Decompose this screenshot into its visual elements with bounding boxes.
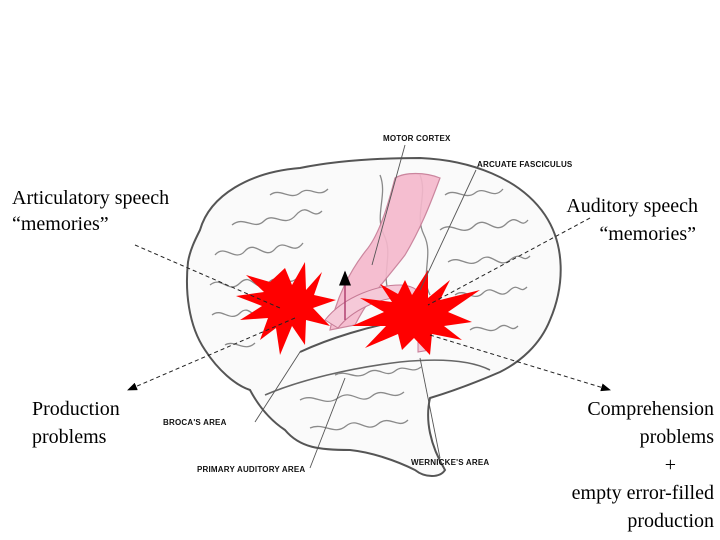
comprehension-arrow	[429, 334, 611, 392]
auditory-label-line2: “memories”	[599, 223, 696, 245]
articulatory-leader	[134, 244, 281, 309]
auditory-leader	[427, 217, 591, 306]
temporal-lobe-contour	[264, 359, 491, 396]
production-arrow	[127, 317, 296, 391]
production-label-line2: problems	[32, 426, 107, 448]
comprehension-label-line1: Comprehension	[587, 398, 714, 420]
broca-lesion-star	[236, 262, 336, 355]
wernicke-lesion-star	[352, 270, 480, 355]
comprehension-label-line4: production	[627, 510, 714, 532]
brocas-area-label: BROCA'S AREA	[163, 418, 227, 427]
comprehension-plus: +	[664, 454, 676, 476]
comprehension-label-line3: empty error-filled	[571, 482, 714, 504]
wernickes-area-label: WERNICKE'S AREA	[411, 458, 490, 467]
articulatory-label-line2: “memories”	[12, 213, 109, 235]
primary-auditory-area-label: PRIMARY AUDITORY AREA	[197, 465, 306, 474]
motor-cortex-label: MOTOR CORTEX	[383, 134, 451, 143]
arcuate-fasciculus-label: ARCUATE FASCICULUS	[477, 160, 573, 169]
comprehension-label-line2: problems	[639, 426, 714, 448]
auditory-label-line1: Auditory speech	[566, 195, 698, 217]
anatomy-leaders	[254, 144, 477, 469]
articulatory-label-line1: Articulatory speech	[12, 187, 170, 209]
production-label-line1: Production	[32, 398, 120, 420]
